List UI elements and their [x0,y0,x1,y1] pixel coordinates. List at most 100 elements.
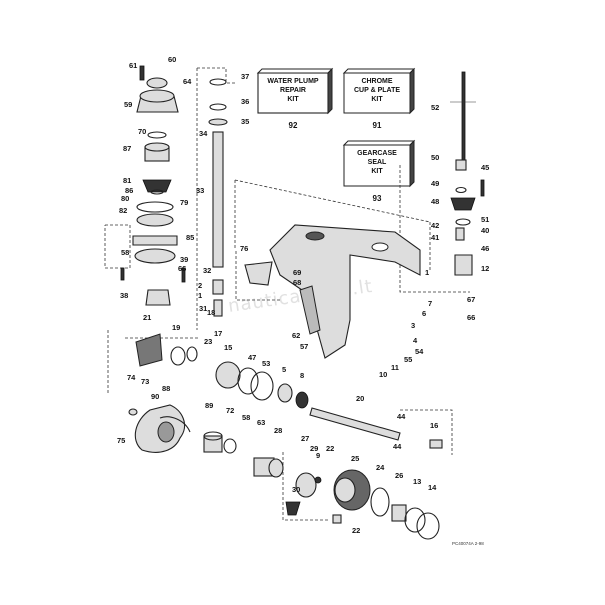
kit-water-pump-number: 92 [289,121,298,130]
callout-60: 60 [168,55,176,64]
drive-shaft [208,78,228,317]
callout-26: 26 [395,471,403,480]
callout-17: 17 [214,329,222,338]
callout-58: 58 [242,413,250,422]
callout-86: 86 [125,186,133,195]
part-callouts: 6061645970878186808279853966583837363534… [117,55,489,535]
callout-66: 66 [467,313,475,322]
callout-20: 20 [356,394,364,403]
callout-76: 76 [240,244,248,253]
kit-chrome-cup-line2: CUP & PLATE [354,87,400,94]
callout-9: 9 [316,451,320,460]
callout-30: 30 [292,485,300,494]
callout-28: 28 [274,426,282,435]
gearcase-housing [244,224,421,359]
callout-50: 50 [431,153,439,162]
callout-22: 22 [352,526,360,535]
callout-34: 34 [199,129,208,138]
callout-46: 46 [481,244,489,253]
callout-58: 58 [121,248,129,257]
callout-69: 69 [293,268,301,277]
callout-67: 67 [467,295,475,304]
callout-31: 31 [199,304,207,313]
callout-35: 35 [241,117,249,126]
callout-29: 29 [310,444,318,453]
callout-85: 85 [186,233,194,242]
callout-59: 59 [124,100,132,109]
callout-7: 7 [428,299,432,308]
callout-5: 5 [282,365,286,374]
callout-2: 2 [198,281,202,290]
callout-68: 68 [293,278,301,287]
gear-and-bearing-parts [135,333,440,540]
callout-62: 62 [292,331,300,340]
callout-33: 33 [196,186,204,195]
kit-chrome-cup-line1: CHROME [361,78,392,85]
callout-54: 54 [415,347,424,356]
callout-32: 32 [203,266,211,275]
callout-21: 21 [143,313,151,322]
callout-48: 48 [431,197,439,206]
kit-gearcase-seal-line2: SEAL [368,159,387,166]
callout-16: 16 [430,421,438,430]
kit-gearcase-seal-line3: KIT [371,168,383,175]
callout-51: 51 [481,215,489,224]
callout-41: 41 [431,233,439,242]
callout-87: 87 [123,144,131,153]
callout-44: 44 [397,412,406,421]
kit-box-gearcase-seal: GEARCASE SEAL KIT 93 [342,139,416,203]
callout-81: 81 [123,176,131,185]
callout-47: 47 [248,353,256,362]
callout-12: 12 [481,264,489,273]
callout-19: 19 [172,323,180,332]
callout-23: 23 [204,337,212,346]
kit-water-pump-line3: KIT [287,96,299,103]
kit-water-pump-line1: WATER PLUMP [267,78,319,85]
assembly-guide-lines [104,67,470,521]
callout-72: 72 [226,406,234,415]
callout-61: 61 [129,61,137,70]
callout-80: 80 [121,194,129,203]
callout-44: 44 [393,442,402,451]
callout-73: 73 [141,377,149,386]
callout-45: 45 [481,163,489,172]
kit-chrome-cup-line3: KIT [371,96,383,103]
callout-3: 3 [411,321,415,330]
propeller-shaft [309,407,443,449]
callout-18: 18 [207,308,215,317]
callout-89: 89 [205,401,213,410]
kit-gearcase-seal-line1: GEARCASE [357,150,397,157]
callout-1: 1 [425,268,429,277]
callout-57: 57 [300,342,308,351]
shift-rod-assembly [450,71,485,276]
callout-52: 52 [431,103,439,112]
callout-14: 14 [428,483,437,492]
callout-10: 10 [379,370,387,379]
kit-water-pump-line2: REPAIR [280,87,306,94]
callout-63: 63 [257,418,265,427]
callout-55: 55 [404,355,412,364]
propeller [128,404,191,453]
callout-27: 27 [301,434,309,443]
callout-36: 36 [241,97,249,106]
callout-88: 88 [162,384,170,393]
callout-66: 66 [178,264,186,273]
kit-box-chrome-cup: CHROME CUP & PLATE KIT 91 [342,67,416,130]
callout-15: 15 [224,343,232,352]
callout-74: 74 [127,373,136,382]
callout-8: 8 [300,371,304,380]
callout-79: 79 [180,198,188,207]
callout-11: 11 [391,363,399,372]
callout-90: 90 [151,392,159,401]
callout-4: 4 [413,336,418,345]
reference-code: PC40074A 2-98 [452,541,484,546]
callout-38: 38 [120,291,128,300]
callout-64: 64 [183,77,192,86]
callout-39: 39 [180,255,188,264]
water-pump-assembly [120,65,186,306]
callout-6: 6 [422,309,426,318]
callout-25: 25 [351,454,359,463]
kit-gearcase-seal-number: 93 [373,194,382,203]
callout-22: 22 [326,444,334,453]
